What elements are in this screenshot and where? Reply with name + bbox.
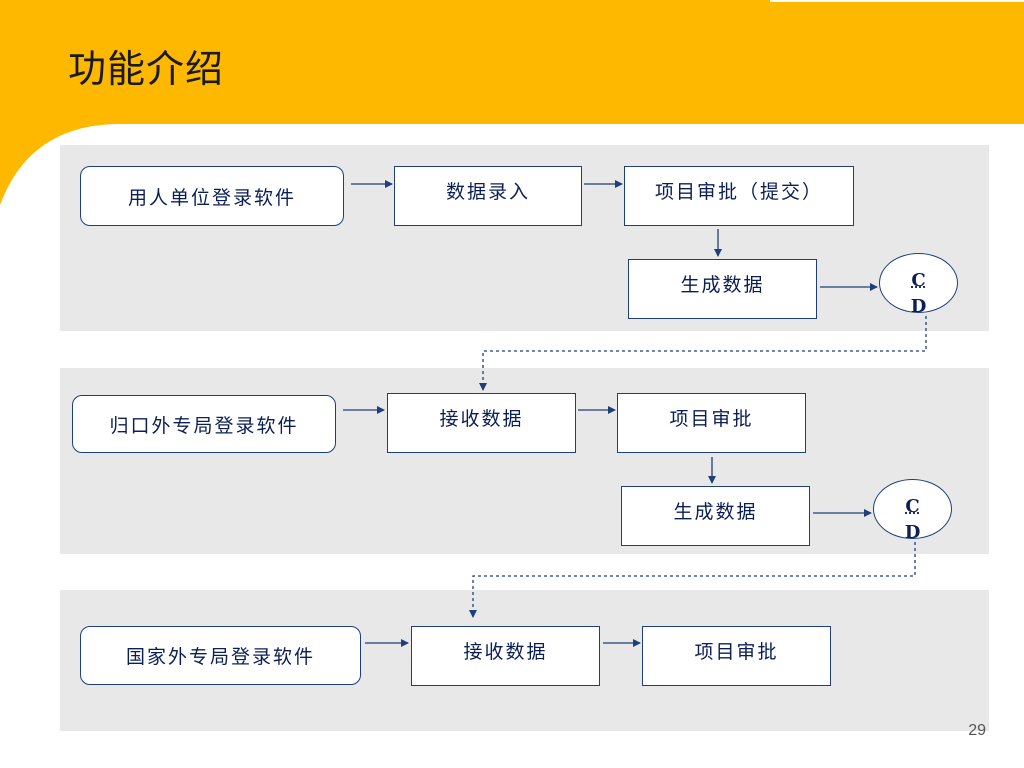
cd-disc-node-2: C D — [873, 479, 952, 543]
project-approval-node-1: 项目审批 — [617, 393, 806, 453]
receive-data-node-1: 接收数据 — [387, 393, 576, 453]
cd-disc-node-1: C D — [879, 253, 958, 317]
data-entry-node: 数据录入 — [394, 166, 582, 226]
page-number: 29 — [968, 722, 986, 739]
cd-label-top: C — [905, 496, 920, 517]
cd-label-top: C — [911, 270, 926, 291]
cd-label-bottom: D — [904, 522, 921, 543]
employer-login-node: 用人单位登录软件 — [80, 166, 344, 226]
generate-data-node-2: 生成数据 — [621, 486, 810, 546]
cd-label-bottom: D — [910, 296, 927, 317]
national-bureau-login-node: 国家外专局登录软件 — [80, 626, 361, 685]
page-title: 功能介绍 — [68, 47, 225, 91]
provincial-bureau-login-node: 归口外专局登录软件 — [72, 395, 336, 453]
receive-data-node-2: 接收数据 — [411, 626, 600, 686]
generate-data-node-1: 生成数据 — [628, 259, 817, 319]
project-approval-node-2: 项目审批 — [642, 626, 831, 686]
project-approval-submit-node: 项目审批（提交） — [624, 166, 854, 226]
